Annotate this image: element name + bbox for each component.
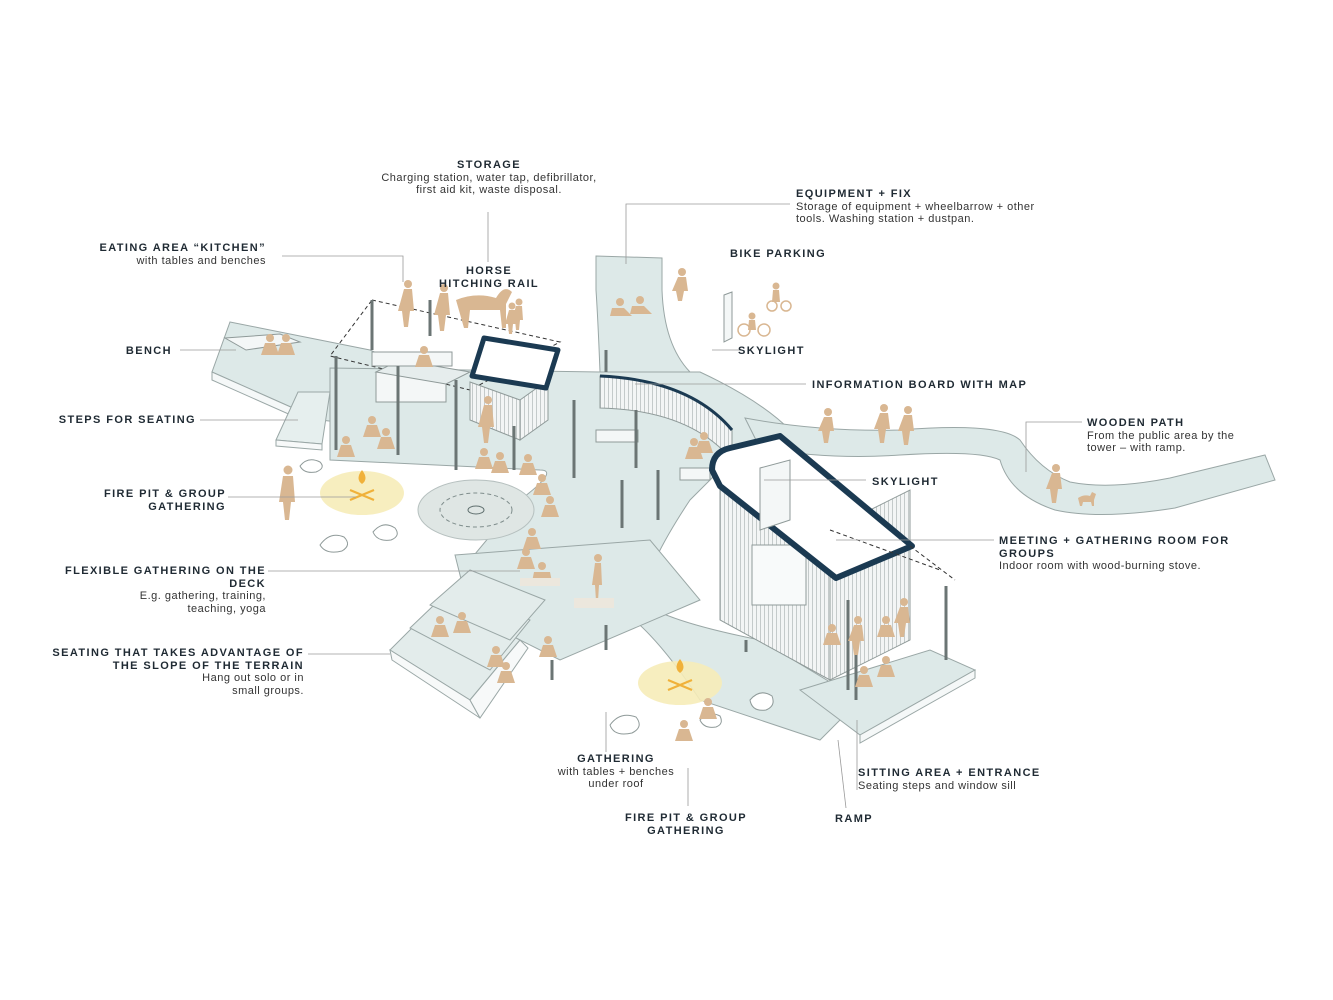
- gathering-circle: [417, 479, 535, 541]
- label-horse-title: HORSE HITCHING RAIL: [438, 265, 540, 290]
- label-storage: STORAGE Charging station, water tap, def…: [362, 159, 616, 197]
- label-horse-rail: HORSE HITCHING RAIL: [432, 265, 546, 290]
- leader-lines: [180, 203, 1082, 809]
- deck-supports: [550, 625, 748, 680]
- label-skylight2-title: SKYLIGHT: [872, 476, 939, 488]
- label-storage-desc: Charging station, water tap, defibrillat…: [381, 171, 597, 197]
- fire-pit-south: [638, 659, 722, 705]
- posts: [512, 350, 660, 528]
- label-bike-title: BIKE PARKING: [730, 248, 827, 260]
- label-firepit-2: FIRE PIT & GROUP GATHERING: [600, 812, 772, 837]
- label-meeting-room: MEETING + GATHERING ROOM FOR GROUPS Indo…: [999, 535, 1269, 573]
- label-firepit1-title: FIRE PIT & GROUP GATHERING: [103, 488, 226, 513]
- label-gathering-desc: with tables + benches under roof: [557, 765, 675, 791]
- label-equipment-title: EQUIPMENT + FIX: [796, 188, 913, 200]
- label-sitting-area: SITTING AREA + ENTRANCE Seating steps an…: [858, 767, 1048, 792]
- label-meeting-title: MEETING + GATHERING ROOM FOR GROUPS: [999, 535, 1230, 560]
- label-ramp: RAMP: [835, 813, 895, 826]
- label-equipment-desc: Storage of equipment + wheelbarrow + oth…: [796, 200, 1035, 226]
- label-gathering: GATHERING with tables + benches under ro…: [536, 753, 696, 791]
- label-firepit2-title: FIRE PIT & GROUP GATHERING: [624, 812, 748, 837]
- label-firepit-1: FIRE PIT & GROUP GATHERING: [96, 488, 226, 513]
- rocks: [299, 459, 774, 735]
- label-eating-area: EATING AREA “KITCHEN” with tables and be…: [70, 242, 266, 267]
- label-skylight-1: SKYLIGHT: [738, 345, 838, 358]
- label-flexible-desc: E.g. gathering, training, teaching, yoga: [139, 590, 266, 615]
- label-bench-title: BENCH: [125, 345, 172, 357]
- label-infoboard-title: INFORMATION BOARD WITH MAP: [812, 379, 1028, 391]
- fire-pit-west: [320, 470, 404, 515]
- bench-west: [223, 333, 302, 351]
- label-skylight-2: SKYLIGHT: [872, 476, 972, 489]
- label-ramp-title: RAMP: [835, 813, 873, 825]
- label-seating-desc: Hang out solo or in small groups.: [202, 672, 304, 697]
- label-slope-seating: SEATING THAT TAKES ADVANTAGE OF THE SLOP…: [48, 647, 304, 697]
- label-flexible-title: FLEXIBLE GATHERING ON THE DECK: [64, 565, 266, 590]
- label-woodenpath-desc: From the public area by the tower – with…: [1087, 429, 1235, 455]
- label-sitting-title: SITTING AREA + ENTRANCE: [858, 767, 1041, 779]
- label-sitting-desc: Seating steps and window sill: [858, 779, 1017, 792]
- steps-for-seating: [275, 391, 331, 451]
- label-storage-title: STORAGE: [457, 159, 521, 171]
- bike-stand: [723, 291, 733, 343]
- terrain-slope-seating: [389, 569, 546, 719]
- label-wooden-path: WOODEN PATH From the public area by the …: [1087, 417, 1237, 455]
- label-gathering-title: GATHERING: [577, 753, 655, 765]
- label-flexible: FLEXIBLE GATHERING ON THE DECK E.g. gath…: [36, 565, 266, 615]
- people-figures: [261, 268, 1096, 741]
- label-skylight1-title: SKYLIGHT: [738, 345, 805, 357]
- label-steps: STEPS FOR SEATING: [40, 414, 196, 427]
- storage-building: [469, 335, 561, 441]
- label-seating-title: SEATING THAT TAKES ADVANTAGE OF THE SLOP…: [52, 647, 304, 672]
- label-bench: BENCH: [80, 345, 172, 358]
- label-bike-parking: BIKE PARKING: [730, 248, 860, 261]
- label-eating-title: EATING AREA “KITCHEN”: [99, 242, 266, 254]
- label-eating-desc: with tables and benches: [136, 254, 266, 267]
- label-equipment: EQUIPMENT + FIX Storage of equipment + w…: [796, 188, 1066, 226]
- label-steps-title: STEPS FOR SEATING: [58, 414, 196, 426]
- label-info-board: INFORMATION BOARD WITH MAP: [812, 379, 1072, 392]
- label-meeting-desc: Indoor room with wood-burning stove.: [999, 560, 1202, 572]
- label-woodenpath-title: WOODEN PATH: [1087, 417, 1185, 429]
